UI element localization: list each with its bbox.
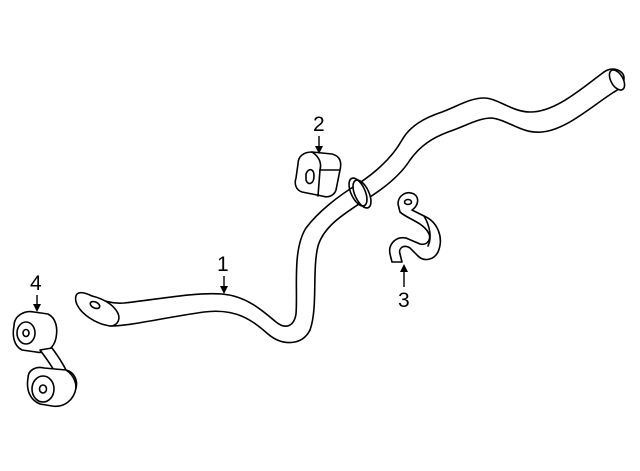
bushing[interactable] [294,151,342,198]
arrowhead-4 [33,304,41,312]
callout-label-2: 2 [313,113,325,136]
callout-label-4: 4 [30,272,42,295]
callout-4: 4 [30,272,42,312]
stabilizer-bar[interactable] [74,67,628,344]
callout-3: 3 [398,264,410,312]
stabilizer-link[interactable] [12,310,78,408]
callout-label-1: 1 [217,253,229,276]
callout-label-3: 3 [398,289,410,312]
callout-2: 2 [313,113,325,154]
callout-1: 1 [217,253,229,294]
arrowhead-2 [315,146,323,154]
arrowhead-1 [220,286,228,294]
bracket[interactable] [388,191,442,263]
arrowhead-3 [400,264,408,272]
